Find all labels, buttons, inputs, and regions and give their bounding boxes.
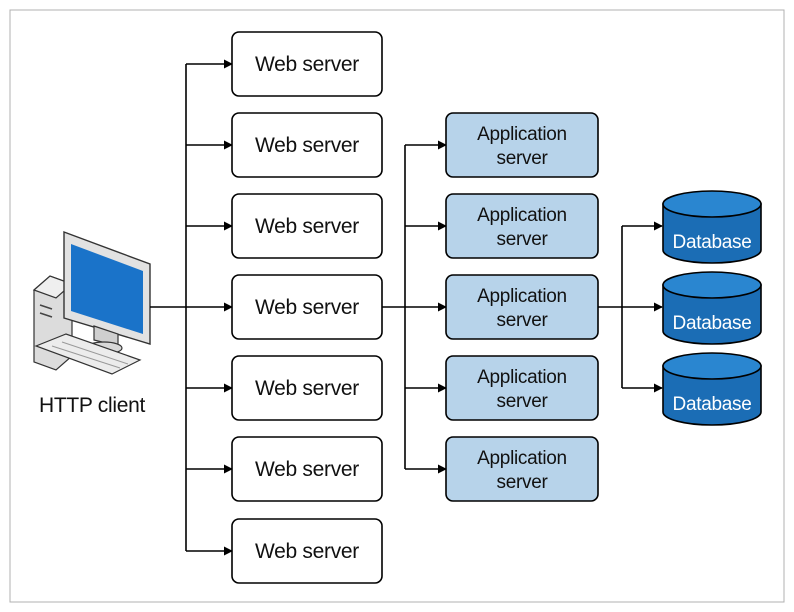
web-connectors [382, 140, 447, 474]
app-server-label-line2: server [497, 472, 549, 493]
web-server-label: Web server [255, 377, 359, 400]
app-server-label-line2: server [497, 148, 549, 169]
web-server-label: Web server [255, 296, 359, 319]
app-server-box: Application server [445, 274, 599, 340]
web-server-label: Web server [255, 215, 359, 238]
database-cylinder: Database [662, 271, 762, 345]
app-server-box: Application server [445, 436, 599, 502]
desktop-computer-icon [32, 230, 151, 375]
app-server-label-line1: Application [477, 286, 567, 307]
web-server-box: Web server [231, 518, 383, 584]
database-label: Database [673, 394, 752, 415]
web-server-box: Web server [231, 355, 383, 421]
monitor-screen [71, 244, 143, 334]
web-server-label: Web server [255, 540, 359, 563]
app-server-label-line2: server [497, 310, 549, 331]
web-server-box: Web server [231, 274, 383, 340]
client-label: HTTP client [39, 394, 145, 417]
app-server-label-line1: Application [477, 205, 567, 226]
web-server-box: Web server [231, 31, 383, 97]
app-server-label-line1: Application [477, 124, 567, 145]
web-server-box: Web server [231, 112, 383, 178]
web-server-label: Web server [255, 134, 359, 157]
web-server-box: Web server [231, 193, 383, 259]
client-connectors [150, 59, 233, 556]
database-cylinder: Database [662, 190, 762, 264]
app-server-label-line1: Application [477, 367, 567, 388]
app-server-box: Application server [445, 355, 599, 421]
web-server-box: Web server [231, 436, 383, 502]
app-server-label-line1: Application [477, 448, 567, 469]
app-server-box: Application server [445, 112, 599, 178]
web-server-label: Web server [255, 53, 359, 76]
database-cylinder: Database [662, 352, 762, 426]
app-server-label-line2: server [497, 229, 549, 250]
app-server-box: Application server [445, 193, 599, 259]
database-label: Database [673, 313, 752, 334]
database-label: Database [673, 232, 752, 253]
app-server-label-line2: server [497, 391, 549, 412]
app-connectors [598, 221, 663, 393]
web-server-label: Web server [255, 458, 359, 481]
